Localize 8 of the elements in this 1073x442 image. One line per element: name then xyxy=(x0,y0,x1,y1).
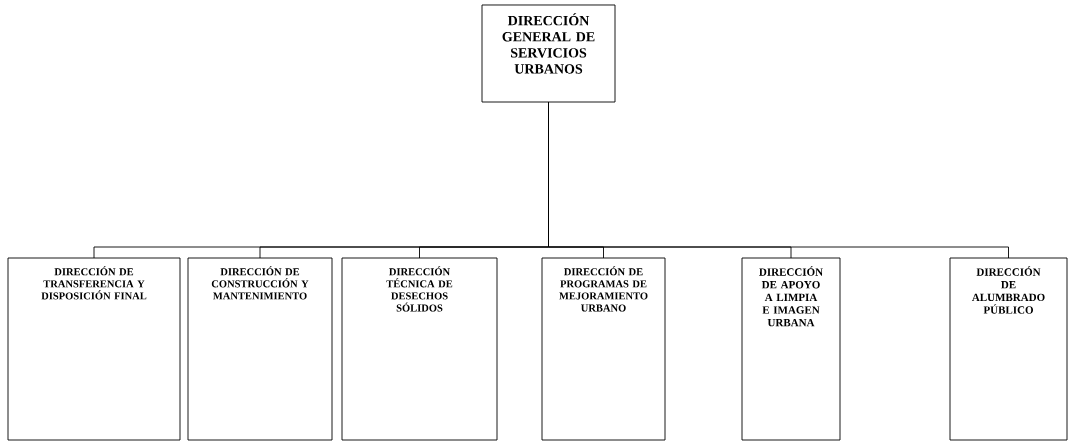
connector-line xyxy=(548,101,1009,259)
org-box: DIRECCIÓN DE TRANSFERENCIA Y DISPOSICIÓN FINAL xyxy=(7,257,181,441)
org-box: DIRECCIÓN DE PROGRAMAS DE MEJORAMIENTO URBANO xyxy=(541,257,666,441)
org-box: DIRECCIÓN TÉCNICA DE DESECHOS SÓLIDOS xyxy=(341,257,498,441)
org-box: DIRECCIÓN DE CONSTRUCCIÓN Y MANTENIMIENTO xyxy=(187,257,333,441)
org-box: DIRECCIÓN DE ALUMBRADO PÚBLICO xyxy=(949,257,1068,441)
org-box: DIRECCIÓN GENERAL DE SERVICIOS URBANOS xyxy=(481,4,616,103)
org-box: DIRECCIÓN DE APOYO A LIMPIA E IMAGEN URBANA xyxy=(741,257,841,441)
